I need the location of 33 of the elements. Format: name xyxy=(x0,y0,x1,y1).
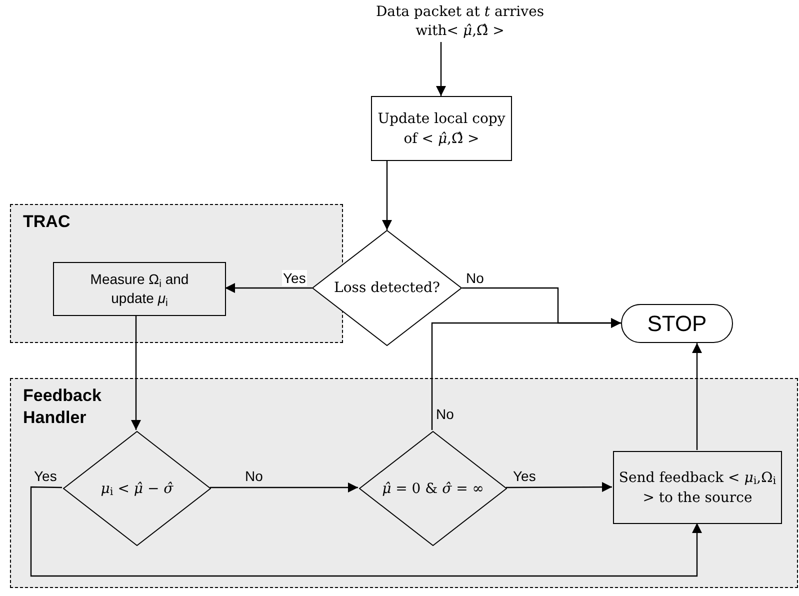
terminal-text: STOP xyxy=(647,310,707,338)
process-box xyxy=(53,262,226,316)
process-text: Measure Ω$_{i}$ and update μ$_{i}$ xyxy=(89,270,190,308)
decision-diamond xyxy=(312,230,462,346)
decision-diamond xyxy=(359,431,507,546)
decision-diamond xyxy=(63,431,211,546)
process-text: Send feedback < μ$_{i}$,Ω$_{i}$ > to the source xyxy=(618,468,777,508)
arrow xyxy=(382,161,392,230)
group-heading: Feedback Handler xyxy=(23,385,102,429)
group-heading: TRAC xyxy=(23,211,72,233)
edge-label: No xyxy=(465,270,485,286)
decision-text: μ$_{i}$ < μ̂ − σ̂ xyxy=(100,480,174,498)
process-text: Update local copy of < μ̂,Ω̂ > xyxy=(376,110,506,148)
arrow xyxy=(692,343,702,450)
process-box xyxy=(613,451,782,524)
edge-label: No xyxy=(244,468,264,484)
edge-label: Yes xyxy=(33,468,58,484)
arrow xyxy=(30,486,702,577)
edge-label: Yes xyxy=(282,270,307,286)
arrow xyxy=(131,315,141,430)
arrow xyxy=(225,283,312,293)
terminal-box xyxy=(621,304,733,343)
input-label-text: Data packet at t arrives with< μ̂,Ω̂ > xyxy=(374,3,546,41)
edge-label: Yes xyxy=(512,468,537,484)
process-box xyxy=(371,96,512,161)
edge-label: No xyxy=(435,406,455,422)
decision-text: μ̂ = 0 & σ̂ = ∞ xyxy=(382,480,484,498)
arrow xyxy=(210,482,358,492)
arrow xyxy=(431,318,621,430)
decision-text: Loss detected? xyxy=(334,279,440,298)
arrow xyxy=(506,482,612,492)
dashed-group-panel xyxy=(10,378,798,588)
arrow xyxy=(436,42,446,96)
